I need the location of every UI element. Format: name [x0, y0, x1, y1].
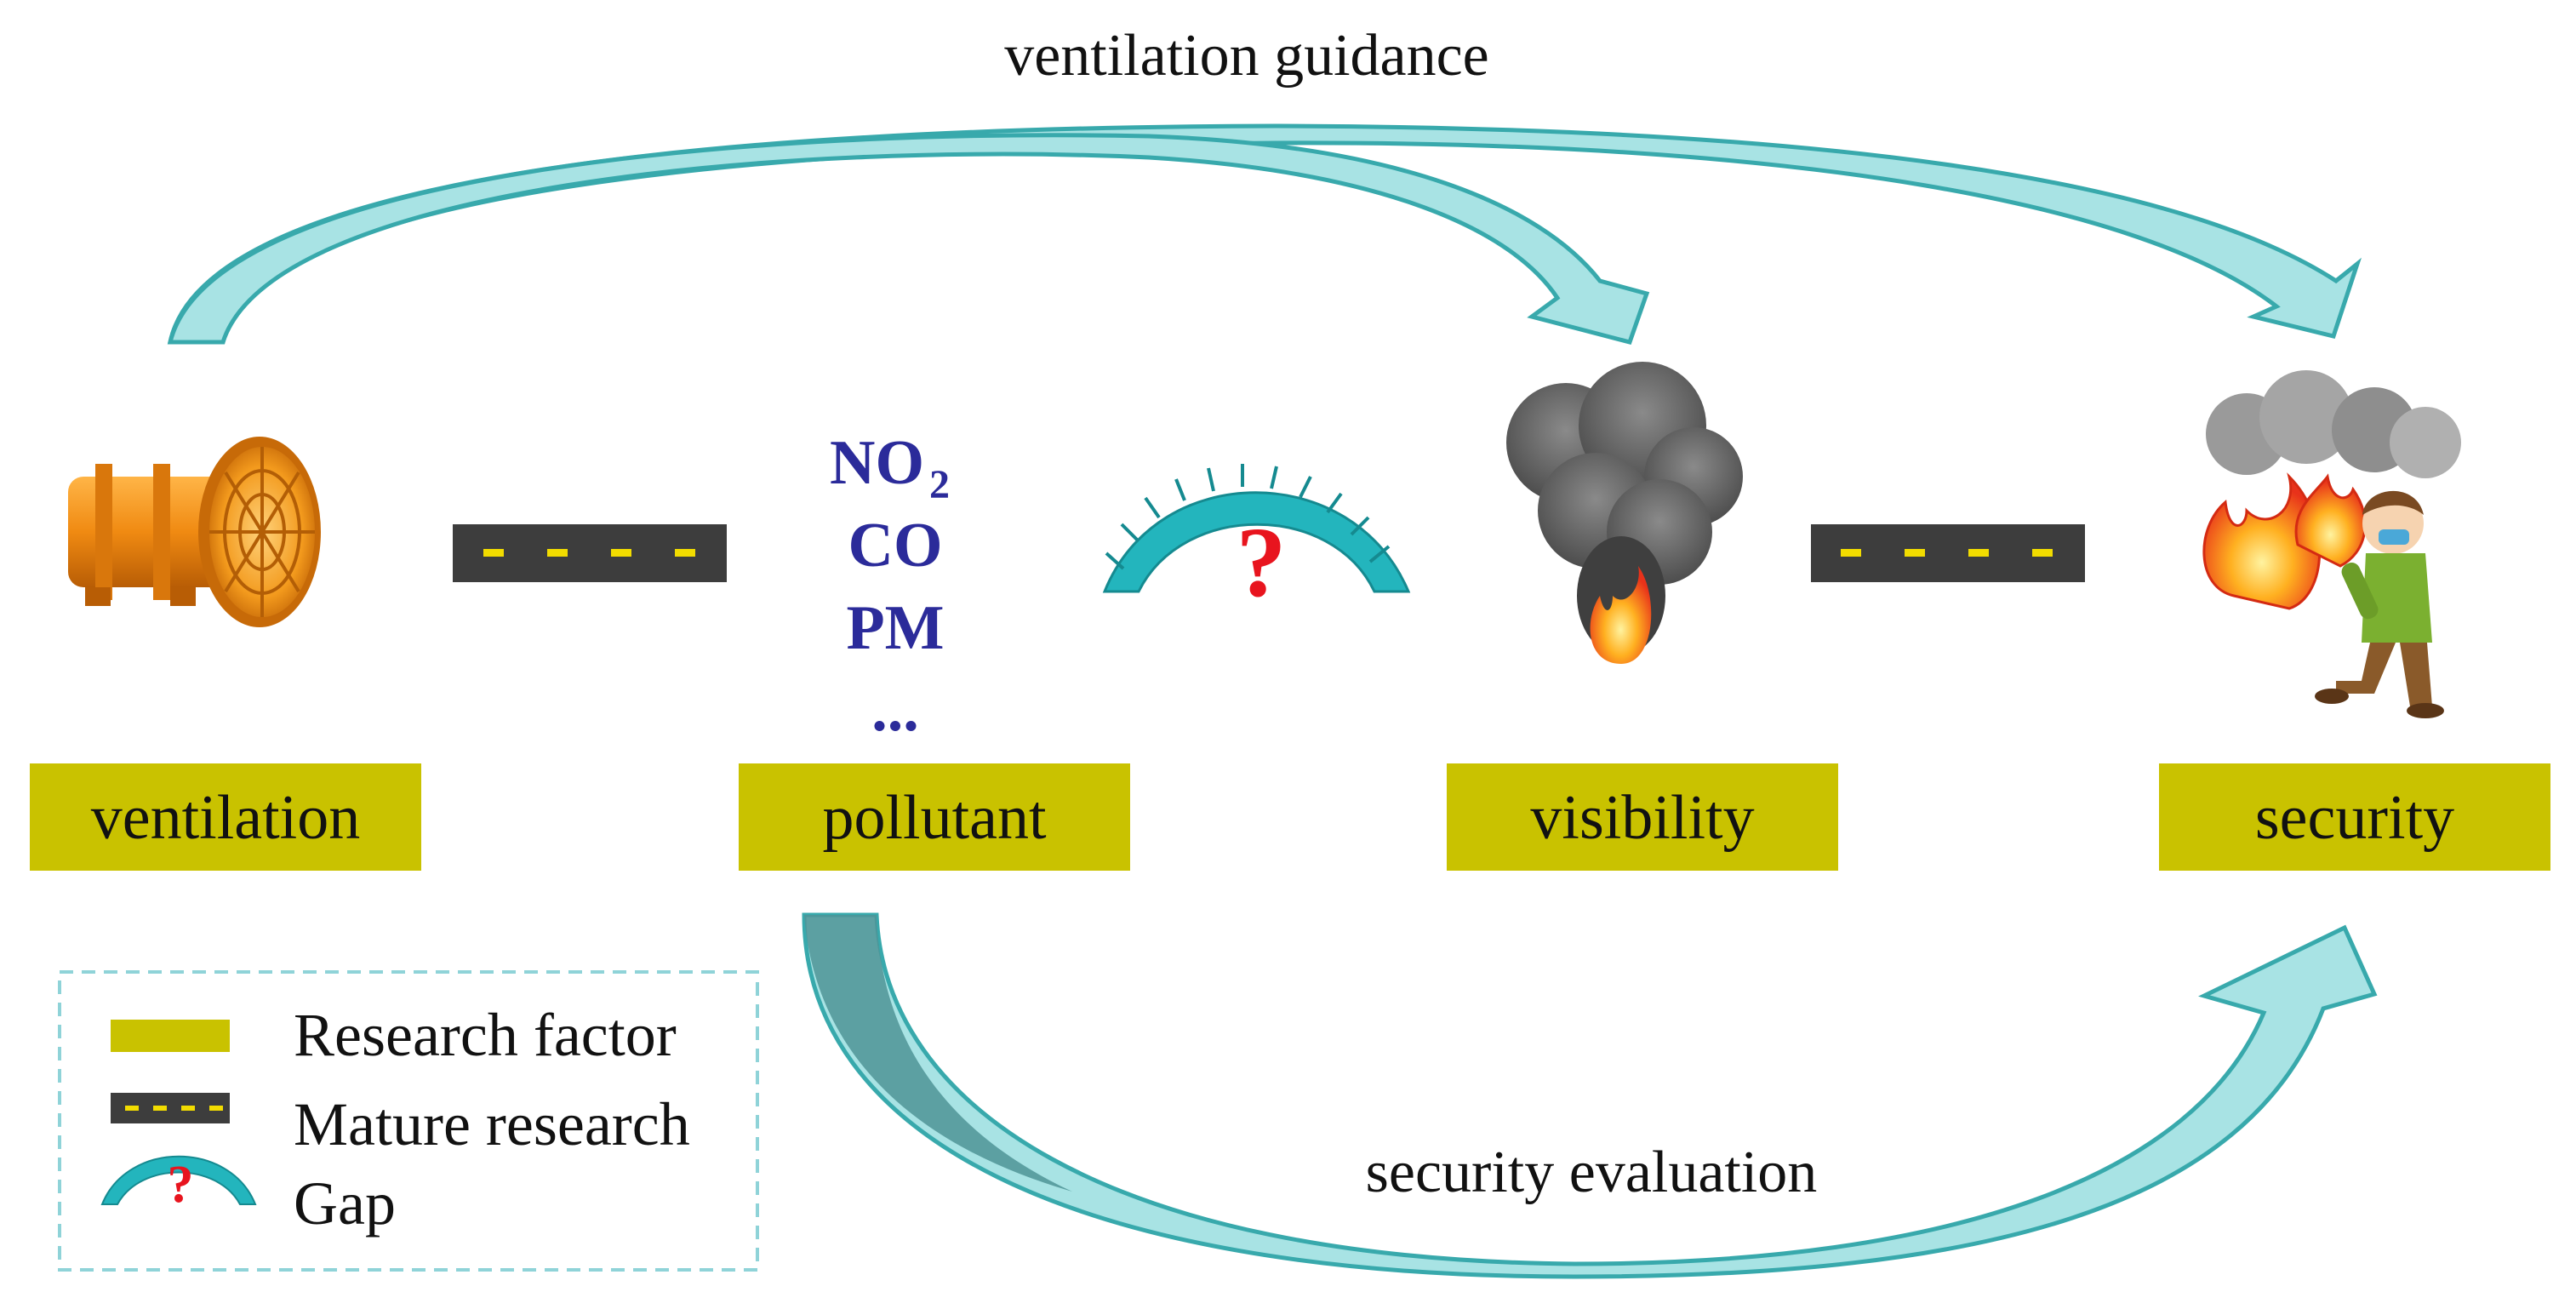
legend-label-research-factor: Research factor	[294, 1001, 677, 1069]
security-evaluation-arrow: security evaluation	[802, 912, 2378, 1279]
pollutant-pm: PM	[846, 593, 944, 663]
smoke-fire-icon	[1506, 362, 1743, 664]
pollutant-no2-subscript: 2	[929, 462, 950, 507]
mature-research-road-2	[1811, 524, 2085, 582]
pollutant-no2: NO	[830, 428, 924, 498]
fan-icon	[68, 437, 321, 627]
factor-label-pollutant: pollutant	[822, 783, 1047, 853]
factor-box-ventilation: ventilation	[30, 763, 421, 871]
svg-text:?: ?	[168, 1156, 194, 1214]
factor-box-security: security	[2159, 763, 2550, 871]
mature-research-road-1	[453, 524, 727, 582]
bridge-gap-icon: ?	[100, 1155, 257, 1214]
factor-box-pollutant: pollutant	[739, 763, 1130, 871]
legend-label-mature-research: Mature research	[294, 1090, 690, 1158]
arrow-to-security-bottom	[802, 912, 2378, 1279]
pollutant-ellipsis: ...	[871, 675, 919, 745]
legend-item-gap: ? Gap	[100, 1155, 396, 1238]
security-evaluation-label: security evaluation	[1366, 1140, 1818, 1205]
research-factor-swatch	[111, 1020, 230, 1052]
pollutant-list: NO 2 CO PM ...	[830, 428, 950, 745]
gap-bridge-icon: ?	[1102, 464, 1411, 618]
arrow-to-visibility	[167, 133, 1650, 346]
pollutant-co: CO	[848, 511, 943, 580]
factor-label-visibility: visibility	[1530, 783, 1754, 853]
factor-label-security: security	[2255, 783, 2454, 853]
fleeing-person-icon	[2202, 370, 2461, 718]
legend-label-gap: Gap	[294, 1169, 396, 1238]
gap-question-mark: ?	[1237, 506, 1287, 618]
legend-border	[58, 970, 759, 1272]
factor-label-ventilation: ventilation	[91, 783, 361, 853]
factor-box-visibility: visibility	[1447, 763, 1838, 871]
arrow-shadow	[804, 915, 1072, 1192]
ventilation-guidance-arrows: ventilation guidance	[167, 23, 2362, 346]
legend-item-research-factor: Research factor	[111, 1001, 677, 1069]
legend-item-mature-research: Mature research	[111, 1090, 690, 1158]
ventilation-guidance-label: ventilation guidance	[1004, 23, 1489, 89]
legend: Research factor Mature research ? Gap	[58, 970, 759, 1272]
